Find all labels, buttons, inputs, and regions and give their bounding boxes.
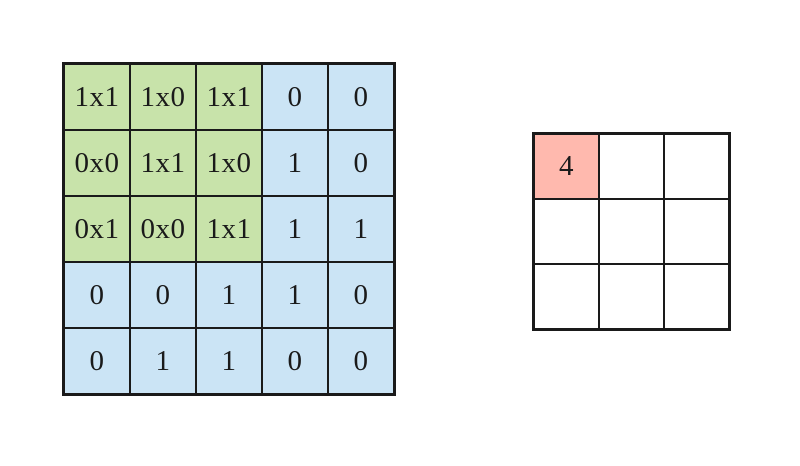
matrix-cell: 0 xyxy=(328,130,394,196)
matrix-cell: 1 xyxy=(196,262,262,328)
matrix-cell: 0 xyxy=(64,262,130,328)
matrix-cell xyxy=(599,264,664,329)
matrix-cell: 1x1 xyxy=(196,196,262,262)
matrix-cell: 1 xyxy=(196,328,262,394)
output-matrix: 4 xyxy=(532,132,731,331)
matrix-cell: 1 xyxy=(262,196,328,262)
matrix-cell xyxy=(599,134,664,199)
matrix-cell: 0 xyxy=(328,328,394,394)
matrix-cell: 1x0 xyxy=(130,64,196,130)
matrix-cell: 0x0 xyxy=(130,196,196,262)
matrix-cell xyxy=(664,134,729,199)
matrix-cell: 0 xyxy=(64,328,130,394)
matrix-cell: 0x0 xyxy=(64,130,130,196)
matrix-cell xyxy=(664,264,729,329)
matrix-cell xyxy=(664,199,729,264)
matrix-cell: 0 xyxy=(262,64,328,130)
matrix-cell: 1 xyxy=(262,130,328,196)
matrix-cell: 1x1 xyxy=(196,64,262,130)
matrix-cell: 0 xyxy=(262,328,328,394)
matrix-cell: 1 xyxy=(130,328,196,394)
matrix-cell xyxy=(534,264,599,329)
matrix-cell xyxy=(534,199,599,264)
matrix-cell: 1 xyxy=(262,262,328,328)
matrix-cell: 1x1 xyxy=(64,64,130,130)
matrix-cell xyxy=(599,199,664,264)
matrix-cell: 1x0 xyxy=(196,130,262,196)
matrix-cell: 1 xyxy=(328,196,394,262)
matrix-cell: 0 xyxy=(328,262,394,328)
matrix-cell: 0x1 xyxy=(64,196,130,262)
matrix-cell: 1x1 xyxy=(130,130,196,196)
matrix-cell: 0 xyxy=(328,64,394,130)
matrix-cell: 0 xyxy=(130,262,196,328)
matrix-cell: 4 xyxy=(534,134,599,199)
